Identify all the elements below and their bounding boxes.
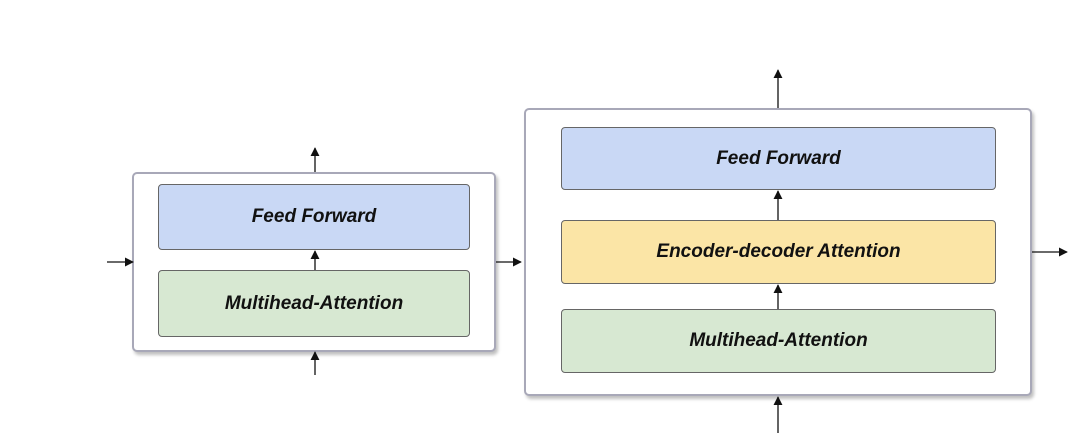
decoder-feed-forward-label: Feed Forward — [716, 147, 841, 169]
encoder-feed-forward-box: Feed Forward — [158, 184, 470, 250]
encoder-multihead-attention-label: Multihead-Attention — [224, 292, 404, 314]
decoder-feed-forward-box: Feed Forward — [561, 127, 996, 190]
decoder-encoder-decoder-attention-label: Encoder-decoder Attention — [656, 241, 901, 262]
decoder-multihead-attention-label: Multihead-Attention — [689, 330, 868, 351]
decoder-encoder-decoder-attention-box: Encoder-decoder Attention — [561, 220, 996, 284]
encoder-multihead-attention-box: Multihead-Attention — [158, 270, 470, 337]
encoder-feed-forward-label: Feed Forward — [251, 206, 377, 227]
decoder-multihead-attention-box: Multihead-Attention — [561, 309, 996, 373]
